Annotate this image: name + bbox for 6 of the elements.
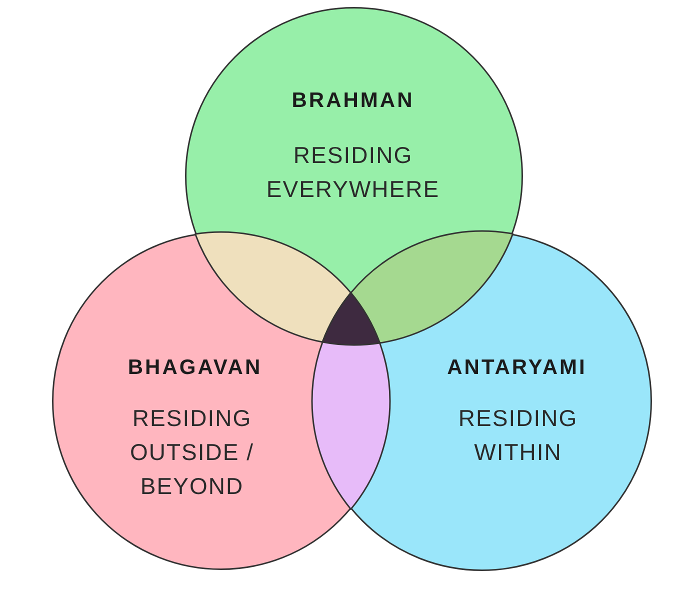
set-heading: BRAHMAN — [292, 89, 414, 112]
set-description: RESIDING OUTSIDE / BEYOND — [130, 405, 254, 499]
set-heading: ANTARYAMI — [447, 356, 587, 379]
set-description: RESIDING WITHIN — [458, 405, 578, 465]
set-heading: BHAGAVAN — [128, 356, 262, 379]
set-description: RESIDING EVERYWHERE — [266, 142, 440, 202]
